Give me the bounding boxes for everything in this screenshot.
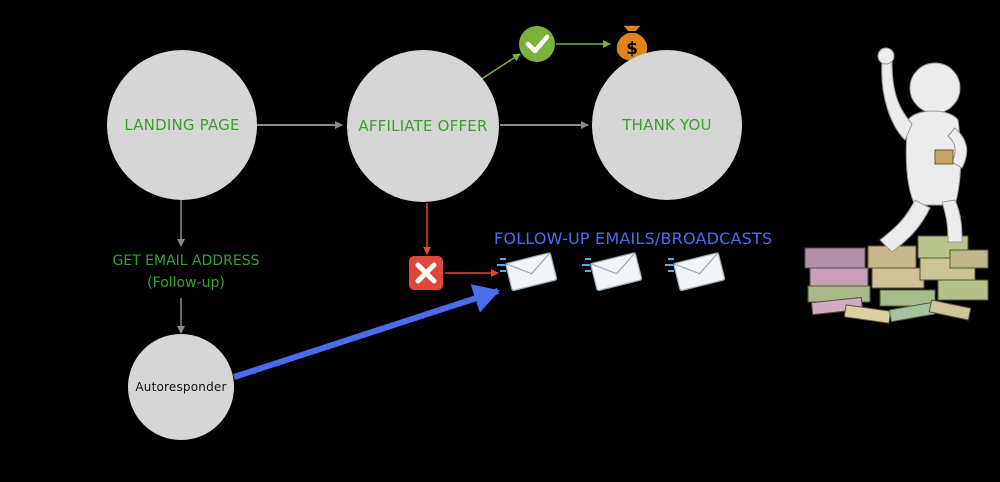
white-figure [877, 47, 968, 253]
affiliate-offer-node: AFFILIATE OFFER [347, 50, 499, 202]
envelope-icon [582, 252, 643, 292]
autoresponder-node: Autoresponder [128, 334, 234, 440]
envelope-icon [497, 252, 558, 292]
affiliate-offer-label: AFFILIATE OFFER [358, 117, 488, 135]
x-mark-icon [409, 256, 443, 290]
celebrating-figure-illustration [804, 47, 989, 324]
landing-page-label: LANDING PAGE [124, 116, 240, 134]
check-icon [519, 26, 555, 62]
broadcasts-label: FOLLOW-UP EMAILS/BROADCASTS [494, 229, 773, 248]
get-email-label: GET EMAIL ADDRESS (Follow-up) [96, 250, 276, 294]
cash-pile [804, 235, 989, 324]
thank-you-label: THANK YOU [622, 116, 712, 134]
get-email-line1: GET EMAIL ADDRESS [112, 253, 260, 269]
get-email-line2: (Follow-up) [147, 275, 225, 291]
svg-text:$: $ [626, 39, 638, 59]
autoresponder-label: Autoresponder [135, 380, 227, 394]
arrow-autoresponder-to-emails [233, 284, 500, 380]
thank-you-node: THANK YOU [592, 50, 742, 200]
landing-page-node: LANDING PAGE [107, 50, 257, 200]
envelope-icon [665, 252, 726, 292]
arrow-offer-to-success [479, 53, 521, 81]
